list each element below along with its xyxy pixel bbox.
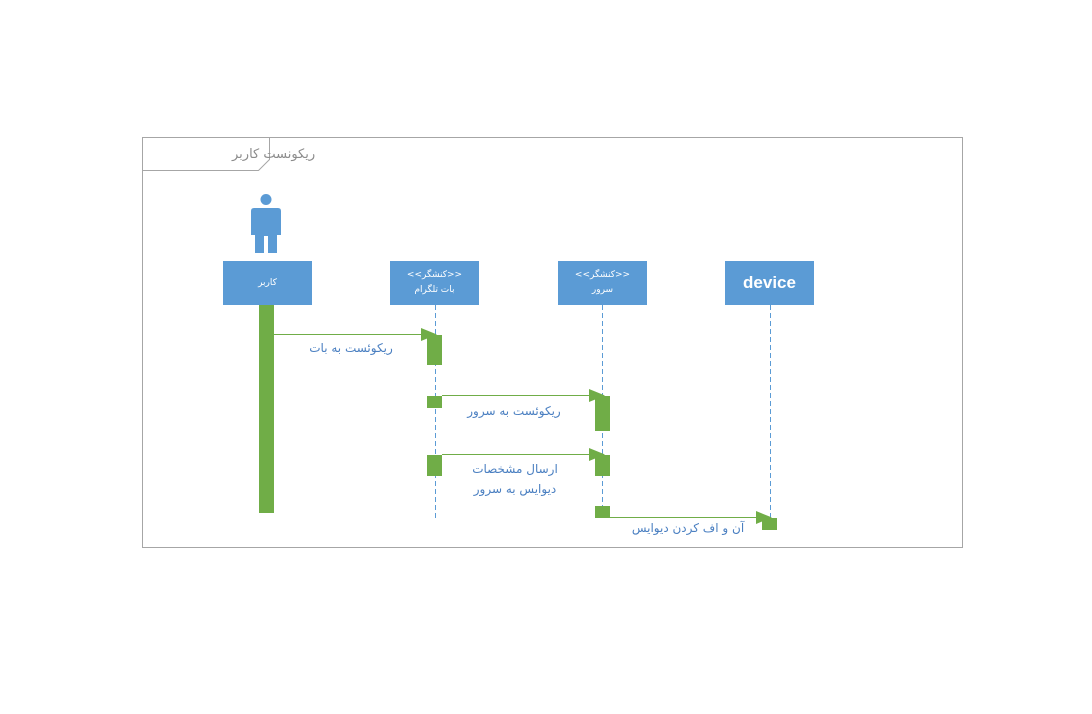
frame-title-tab: [142, 137, 270, 171]
message-label-1: ریکوئست به بات: [309, 341, 393, 356]
activation-server-3: [595, 506, 610, 518]
activation-bot-3: [427, 455, 442, 476]
message-arrow-2: [442, 389, 605, 402]
lifeline-stereotype-bot: <<کنشگر>>: [407, 268, 462, 280]
lifeline-label-bot: بات تلگرام: [414, 283, 454, 295]
message-label-3-line2: دیوایس به سرور: [473, 482, 557, 497]
actor-user-icon: [251, 194, 281, 253]
message-arrow-3: [442, 448, 605, 461]
lifeline-label-device: device: [743, 273, 796, 292]
lifeline-head-user: [223, 261, 312, 305]
lifeline-head-device: [725, 261, 814, 305]
lifeline-head-server: [558, 261, 647, 305]
activation-device-1: [762, 518, 777, 530]
frame-title: ریکونست کاربر: [231, 147, 315, 162]
lifeline-head-bot: [390, 261, 479, 305]
message-label-2: ریکوئست به سرور: [466, 404, 561, 419]
lifeline-stereotype-server: <<کنشگر>>: [575, 268, 630, 280]
message-arrow-4: [610, 511, 772, 524]
lifeline-label-server: سرور: [591, 285, 613, 295]
activation-bot-1: [427, 335, 442, 365]
activation-server-1: [595, 396, 610, 431]
message-label-3-line1: ارسال مشخصات: [472, 462, 558, 477]
activation-bot-2: [427, 396, 442, 408]
activation-server-2: [595, 455, 610, 476]
message-arrow-1: [274, 328, 437, 341]
activation-user: [259, 305, 274, 513]
diagram-frame: [142, 137, 963, 548]
lifeline-label-user: کاربر: [257, 278, 278, 288]
message-label-4: آن و اف کردن دیوایس: [632, 520, 745, 536]
